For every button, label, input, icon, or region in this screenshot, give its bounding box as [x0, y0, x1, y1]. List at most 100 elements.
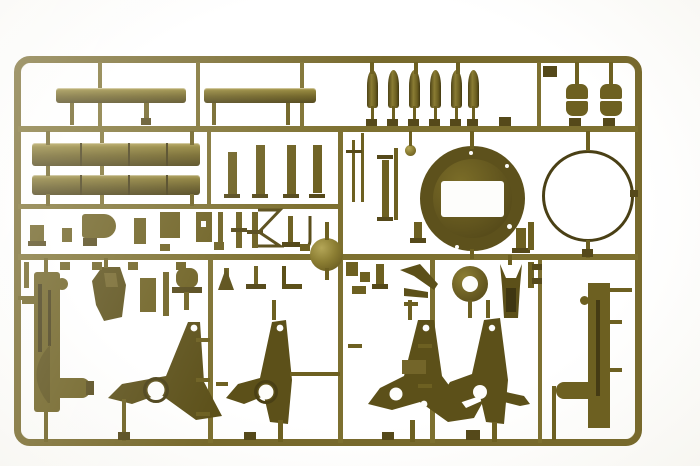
part-small-d: [134, 218, 146, 244]
part-tow-bar-gate: [404, 302, 418, 306]
part-rod-cap-c: [377, 217, 393, 221]
open-ring-gate-top: [586, 131, 590, 151]
part-small-a-foot: [28, 241, 46, 246]
part-small-a: [30, 225, 44, 241]
gun-cradle-rib-1: [38, 284, 42, 352]
part-hull-plate-left: [108, 322, 222, 420]
shell-hanger-a: [370, 62, 374, 74]
part-micro-e: [372, 284, 388, 289]
shell-gate-1: [371, 106, 374, 126]
hull-plate-left-gate-a: [122, 399, 126, 441]
part-tiny-b: [300, 244, 310, 251]
hull-plate-mid-gate-b: [290, 372, 340, 376]
part-shell-2: [388, 70, 399, 108]
part-small-f-hole: [201, 221, 206, 227]
shell-gate-5: [455, 106, 458, 126]
gate-barrel-a-right: [144, 103, 149, 125]
turret-ring-pin-4: [455, 245, 459, 249]
part-block-c: [569, 118, 581, 126]
gate-foot-barrel-a: [141, 118, 151, 125]
part-wheel-ring-hub: [462, 276, 478, 292]
part-clip-a-tab1: [532, 264, 542, 270]
part-bar-a: [228, 152, 237, 194]
part-roller-a-top: [566, 84, 588, 99]
part-micro-i: [176, 262, 186, 270]
gun-assembly-gate-top: [44, 258, 48, 274]
rail-divider-2: [338, 129, 343, 443]
gate-barrel-b-left: [212, 103, 216, 125]
rail-divider-1: [208, 257, 213, 443]
shell-gate-2: [392, 106, 395, 126]
rail-divider-inner-left: [100, 129, 104, 207]
part-small-i-band: [247, 230, 263, 234]
hull-plate-mid-gate-d: [216, 382, 228, 386]
part-shell-4: [430, 70, 441, 108]
part-long-barrel-lower: [32, 175, 200, 195]
part-small-h-band: [231, 228, 247, 232]
part-open-ring: [542, 150, 634, 242]
shell-hanger-b: [414, 62, 418, 74]
recoil-guard-gate-low: [610, 368, 622, 372]
hull-plate-fr-gate-a: [492, 422, 497, 442]
gate-long-barrel-d: [190, 131, 194, 145]
part-roller-b-bottom: [600, 101, 622, 116]
barrel-lower-band-1: [80, 175, 82, 195]
part-block-a: [499, 117, 511, 126]
shell-gate-3: [413, 106, 416, 126]
hull-plate-left-gate-c: [196, 338, 210, 342]
hull-plate-mid-gate-a: [278, 420, 283, 442]
part-bottom-tab-c: [382, 432, 394, 440]
cupola-gate-bottom: [325, 268, 329, 280]
part-cupola-dome: [310, 238, 343, 271]
shell-hanger-c: [456, 62, 460, 74]
part-small-f: [196, 212, 212, 242]
part-hull-plate-far-right: [440, 318, 530, 424]
part-rod-cap-a: [346, 150, 362, 153]
part-bar-c: [287, 145, 296, 194]
shell-foot-1: [366, 119, 377, 126]
hull-plate-right-gate-e: [348, 344, 362, 348]
turret-ring-gate-bottom: [470, 249, 474, 259]
hull-plate-fr-gate-b: [486, 300, 490, 318]
barrel-upper-band-1: [80, 143, 82, 166]
gate-barrel-b-right: [286, 103, 290, 125]
part-long-barrel-upper: [32, 143, 200, 166]
part-z-bracket: [256, 208, 284, 248]
part-bar-foot-b: [252, 194, 268, 198]
part-tow-bar: [400, 264, 438, 298]
hull-plate-left-gate-d: [196, 412, 210, 416]
part-strip-a: [24, 262, 29, 288]
gun-assembly-side-gate: [18, 296, 36, 300]
part-small-c: [82, 214, 116, 238]
recoil-guard-gate-bot: [552, 386, 556, 440]
part-fender-bracket: [92, 267, 126, 321]
barrel-lower-band-3: [166, 175, 168, 195]
part-bar-foot-c: [283, 194, 299, 198]
rail-divider-4: [538, 257, 542, 443]
gun-assembly-gate-bottom: [44, 410, 48, 442]
shell-foot-4: [429, 119, 440, 126]
turret-ring-pin-1: [469, 151, 473, 155]
part-strip-b: [22, 300, 36, 304]
shell-foot-3: [408, 119, 419, 126]
part-drum-base: [172, 287, 202, 293]
part-bottom-tab-d: [466, 430, 480, 440]
hull-plate-right-gate-b: [408, 300, 412, 320]
part-micro-g: [92, 262, 102, 270]
part-drum-stem: [184, 292, 189, 310]
barrel-upper-band-3: [166, 143, 168, 166]
part-tiny-h: [528, 222, 534, 250]
part-block-b: [543, 66, 557, 77]
part-tiny-f: [516, 228, 526, 250]
fender-bracket-gate: [104, 258, 108, 268]
hull-plate-right-gate-a: [410, 420, 415, 442]
part-micro-c: [352, 286, 366, 294]
part-mantlet-curve: [36, 345, 50, 403]
part-angle-bracket: [282, 266, 302, 289]
gate-long-barrel-a: [46, 131, 50, 145]
part-rod-a: [352, 140, 355, 202]
barrel-lower-band-2: [128, 175, 130, 195]
gate-long-barrel-b: [46, 166, 50, 176]
shell-foot-2: [387, 119, 398, 126]
shell-gate-6: [472, 106, 475, 126]
